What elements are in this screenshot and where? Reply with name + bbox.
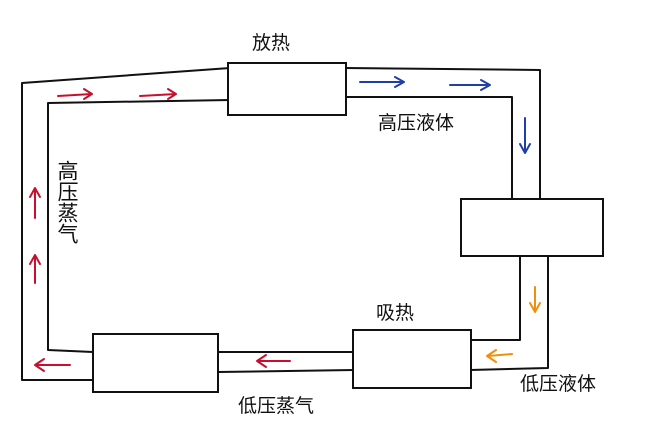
condenser-box bbox=[227, 62, 347, 116]
label-high-pressure-vapor: 高压蒸气 bbox=[55, 160, 79, 244]
evaporator-box bbox=[352, 329, 472, 389]
arrow-red-left-up-1 bbox=[29, 187, 41, 219]
arrow-blue-top-1 bbox=[359, 76, 405, 88]
arrow-blue-top-2 bbox=[449, 79, 491, 91]
expansion-box bbox=[460, 198, 604, 257]
label-absorb-heat: 吸热 bbox=[376, 302, 415, 324]
arrow-red-top-1 bbox=[57, 88, 93, 100]
arrow-orange-bottom-left bbox=[486, 349, 513, 363]
pipe-inner-top-right bbox=[344, 96, 513, 201]
arrow-red-top-2 bbox=[139, 88, 177, 100]
compressor-box bbox=[92, 333, 219, 393]
label-low-pressure-liquid: 低压液体 bbox=[520, 373, 597, 395]
label-high-pressure-liquid: 高压液体 bbox=[378, 112, 455, 134]
pipe-outer-bottom-right bbox=[469, 255, 549, 371]
arrow-red-bottom-left bbox=[34, 358, 71, 372]
label-release-heat: 放热 bbox=[252, 32, 291, 54]
arrow-blue-right-down bbox=[519, 117, 531, 154]
arrow-red-bottom-mid bbox=[256, 354, 291, 368]
pipe-inner bbox=[47, 99, 231, 353]
pipe-outer bbox=[21, 67, 231, 381]
arrow-red-left-up-2 bbox=[29, 254, 41, 284]
label-low-pressure-vapor: 低压蒸气 bbox=[238, 395, 315, 417]
arrow-orange-right-down bbox=[529, 286, 541, 313]
pipe-outer-bottom-mid bbox=[217, 369, 355, 373]
pipe-outer-top-right bbox=[344, 67, 541, 201]
pipe-inner-bottom-right bbox=[469, 255, 521, 341]
